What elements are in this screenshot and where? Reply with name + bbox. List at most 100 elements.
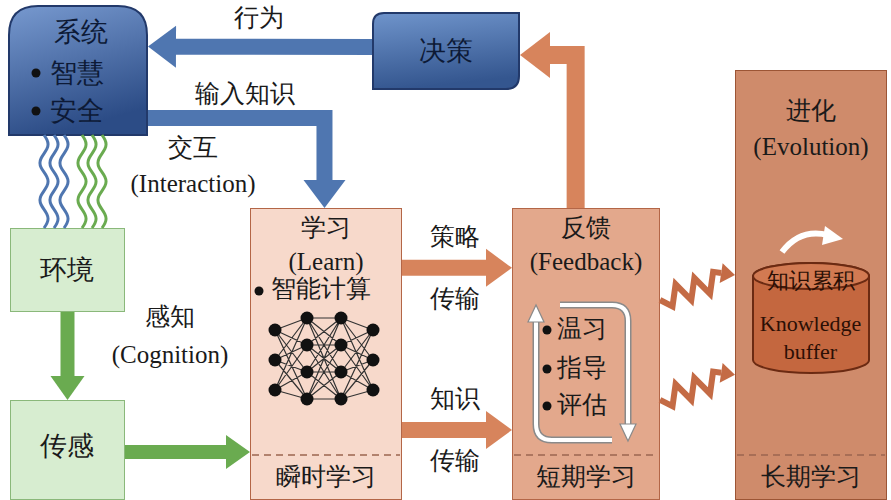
wave-line <box>98 135 106 228</box>
neuron <box>301 393 314 406</box>
loop-outline <box>560 305 628 426</box>
interaction-waves <box>40 135 106 228</box>
wave-line <box>40 135 48 228</box>
neuron <box>301 366 314 379</box>
loop-head <box>528 305 544 322</box>
system-box: 系统智慧安全 <box>8 5 148 135</box>
edge-label: 知识 传输 <box>425 368 485 492</box>
neuron <box>367 384 380 397</box>
wave-line <box>50 135 58 228</box>
accumulation-zigzag <box>660 363 735 406</box>
band-footer: 瞬时学习 <box>251 461 400 492</box>
neural-network-links <box>275 318 373 399</box>
neural-network-nodes <box>269 312 380 406</box>
box-title: 传感 <box>11 429 123 463</box>
curved-arrow-line <box>782 233 828 252</box>
box-title: 系统 <box>54 15 144 49</box>
arrow-head <box>303 180 345 208</box>
neuron <box>301 339 314 352</box>
knowledge-buffer-cylinder: 知识累积 Knowledge buffer <box>752 262 870 374</box>
edge-label: 行为 <box>228 2 290 33</box>
environment-box: 环境 <box>10 228 125 312</box>
arrow-head <box>148 26 176 68</box>
neuron <box>367 354 380 367</box>
sensor-box: 传感 <box>10 400 125 500</box>
band-footer: 短期学习 <box>513 461 658 492</box>
loop-line <box>560 305 628 426</box>
bullet-item: 智能计算 <box>271 273 399 304</box>
curved-arrow <box>782 226 843 252</box>
arrow-shaft <box>125 445 226 459</box>
box-title: 环境 <box>11 253 123 287</box>
loop-head <box>620 424 636 441</box>
arrow-shaft <box>660 372 721 407</box>
bullet-dot <box>32 69 41 78</box>
arrow-shaft <box>550 55 576 208</box>
loop-line <box>536 320 612 440</box>
dashed-dividers <box>252 454 885 455</box>
dashed-divider <box>514 454 658 455</box>
neuron <box>301 312 314 325</box>
arrow-head <box>51 376 85 400</box>
band-title: 学习 (Learn) <box>276 211 376 279</box>
wave-line <box>78 135 86 228</box>
band-footer: 长期学习 <box>736 461 885 492</box>
neuron <box>335 393 348 406</box>
arrow-head <box>720 263 735 283</box>
edge-label: 策略 传输 <box>425 206 485 330</box>
band-title: 反馈 (Feedback) <box>521 211 651 279</box>
arrow-shaft <box>61 312 75 376</box>
knowledge-arrow <box>402 411 512 449</box>
arrow-shaft <box>402 260 486 276</box>
wave-line <box>88 135 96 228</box>
neuron <box>335 366 348 379</box>
shape-body <box>9 6 147 135</box>
sensing-arrow <box>125 435 250 469</box>
neuron <box>335 312 348 325</box>
arrow-shaft <box>402 422 486 438</box>
review-loop <box>528 305 636 441</box>
cylinder-title: 知识累积 <box>752 267 870 295</box>
band-title: 进化 (Evolution) <box>746 93 876 165</box>
bullet-dot <box>32 107 41 116</box>
bullet-item: 安全 <box>50 94 140 128</box>
bullet-dot <box>543 326 552 335</box>
arrow-head <box>226 435 250 469</box>
edge-label: 输入知识 <box>195 78 325 109</box>
shape-body <box>753 263 869 373</box>
edge-label: 交互 (Interaction) <box>103 130 283 202</box>
bullet-dot <box>543 402 552 411</box>
bullet-dot <box>255 287 264 296</box>
accumulation-zigzag <box>660 263 735 306</box>
action-arrow <box>148 26 372 68</box>
dashed-divider <box>737 454 885 455</box>
neuron <box>269 324 282 337</box>
neuron <box>367 324 380 337</box>
strategy-arrow <box>402 249 512 287</box>
bullet-item: 智慧 <box>50 56 140 90</box>
arrow-head <box>520 32 550 78</box>
loop-outline <box>536 320 612 440</box>
arrow-head <box>486 411 512 449</box>
bullet-item: 温习 <box>557 313 627 344</box>
cylinder-subtitle: Knowledge buffer <box>757 310 865 366</box>
arrow-head <box>486 249 512 287</box>
bullet-item: 评估 <box>557 389 627 420</box>
arrow-shaft <box>176 39 372 55</box>
arrow-shaft <box>660 272 721 307</box>
neuron <box>269 384 282 397</box>
neuron <box>335 339 348 352</box>
box-title: 决策 <box>372 34 520 68</box>
shape-body <box>373 13 519 89</box>
evolution-band: 进化 (Evolution) 长期学习 知识累积 Knowledge buffer <box>735 70 887 500</box>
bullet-item: 指导 <box>557 352 627 383</box>
decision-box: 决策 <box>372 12 520 90</box>
neuron <box>269 354 282 367</box>
arrow-head <box>720 363 735 383</box>
dashed-divider <box>252 454 400 455</box>
bullet-dots <box>32 69 552 411</box>
bullet-dot <box>543 365 552 374</box>
cognition-arrow <box>51 312 85 400</box>
